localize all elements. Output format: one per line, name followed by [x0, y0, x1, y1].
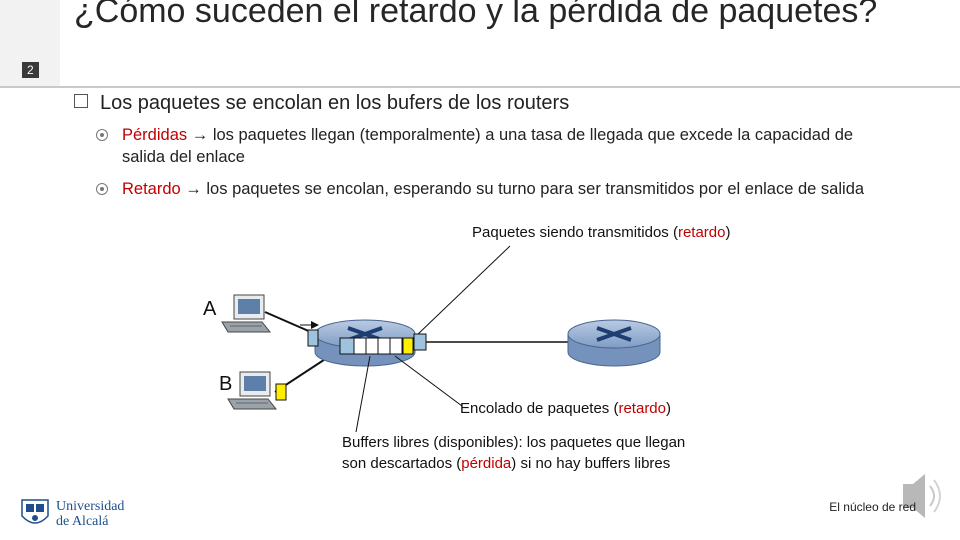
queue-label: Encolado de paquetes (retardo) [460, 400, 671, 417]
arriving-packet [308, 330, 318, 346]
arriving-packet [276, 384, 286, 400]
computer-icon [222, 295, 270, 332]
buffers-line-2-red: pérdida [461, 455, 511, 472]
queued-packet [340, 338, 354, 354]
buffers-line-2-a: son descartados ( [342, 455, 461, 472]
buffers-line-2: son descartados (pérdida) si no hay buff… [342, 453, 685, 474]
footer-section-label: El núcleo de red [829, 500, 916, 514]
host-b-label: B [219, 373, 232, 396]
queue-label-text: Encolado de paquetes [460, 400, 609, 417]
queue-callout-line [395, 356, 462, 406]
queued-packet [403, 338, 413, 354]
router-icon [568, 320, 660, 366]
queue-label-paren: retardo [618, 400, 666, 417]
transmit-callout-line [416, 246, 510, 336]
buffers-line-1: Buffers libres (disponibles): los paquet… [342, 432, 685, 453]
host-a-label: A [203, 298, 216, 321]
university-logo-text: Universidad de Alcalá [56, 499, 124, 529]
logo-line-2: de Alcalá [56, 514, 124, 529]
transmitting-packet [414, 334, 426, 350]
computer-icon [228, 372, 276, 409]
buffers-label: Buffers libres (disponibles): los paquet… [342, 432, 685, 474]
buffers-callout-line [356, 356, 370, 432]
buffers-line-2-b: ) si no hay buffers libres [511, 455, 670, 472]
logo-line-1: Universidad [56, 499, 124, 514]
transmit-label-paren: retardo [678, 224, 726, 241]
transmit-label-text: Paquetes siendo transmitidos [472, 224, 669, 241]
packet-queue [340, 338, 413, 354]
university-crest-icon [22, 500, 48, 523]
transmit-label: Paquetes siendo transmitidos (retardo) [472, 224, 730, 241]
